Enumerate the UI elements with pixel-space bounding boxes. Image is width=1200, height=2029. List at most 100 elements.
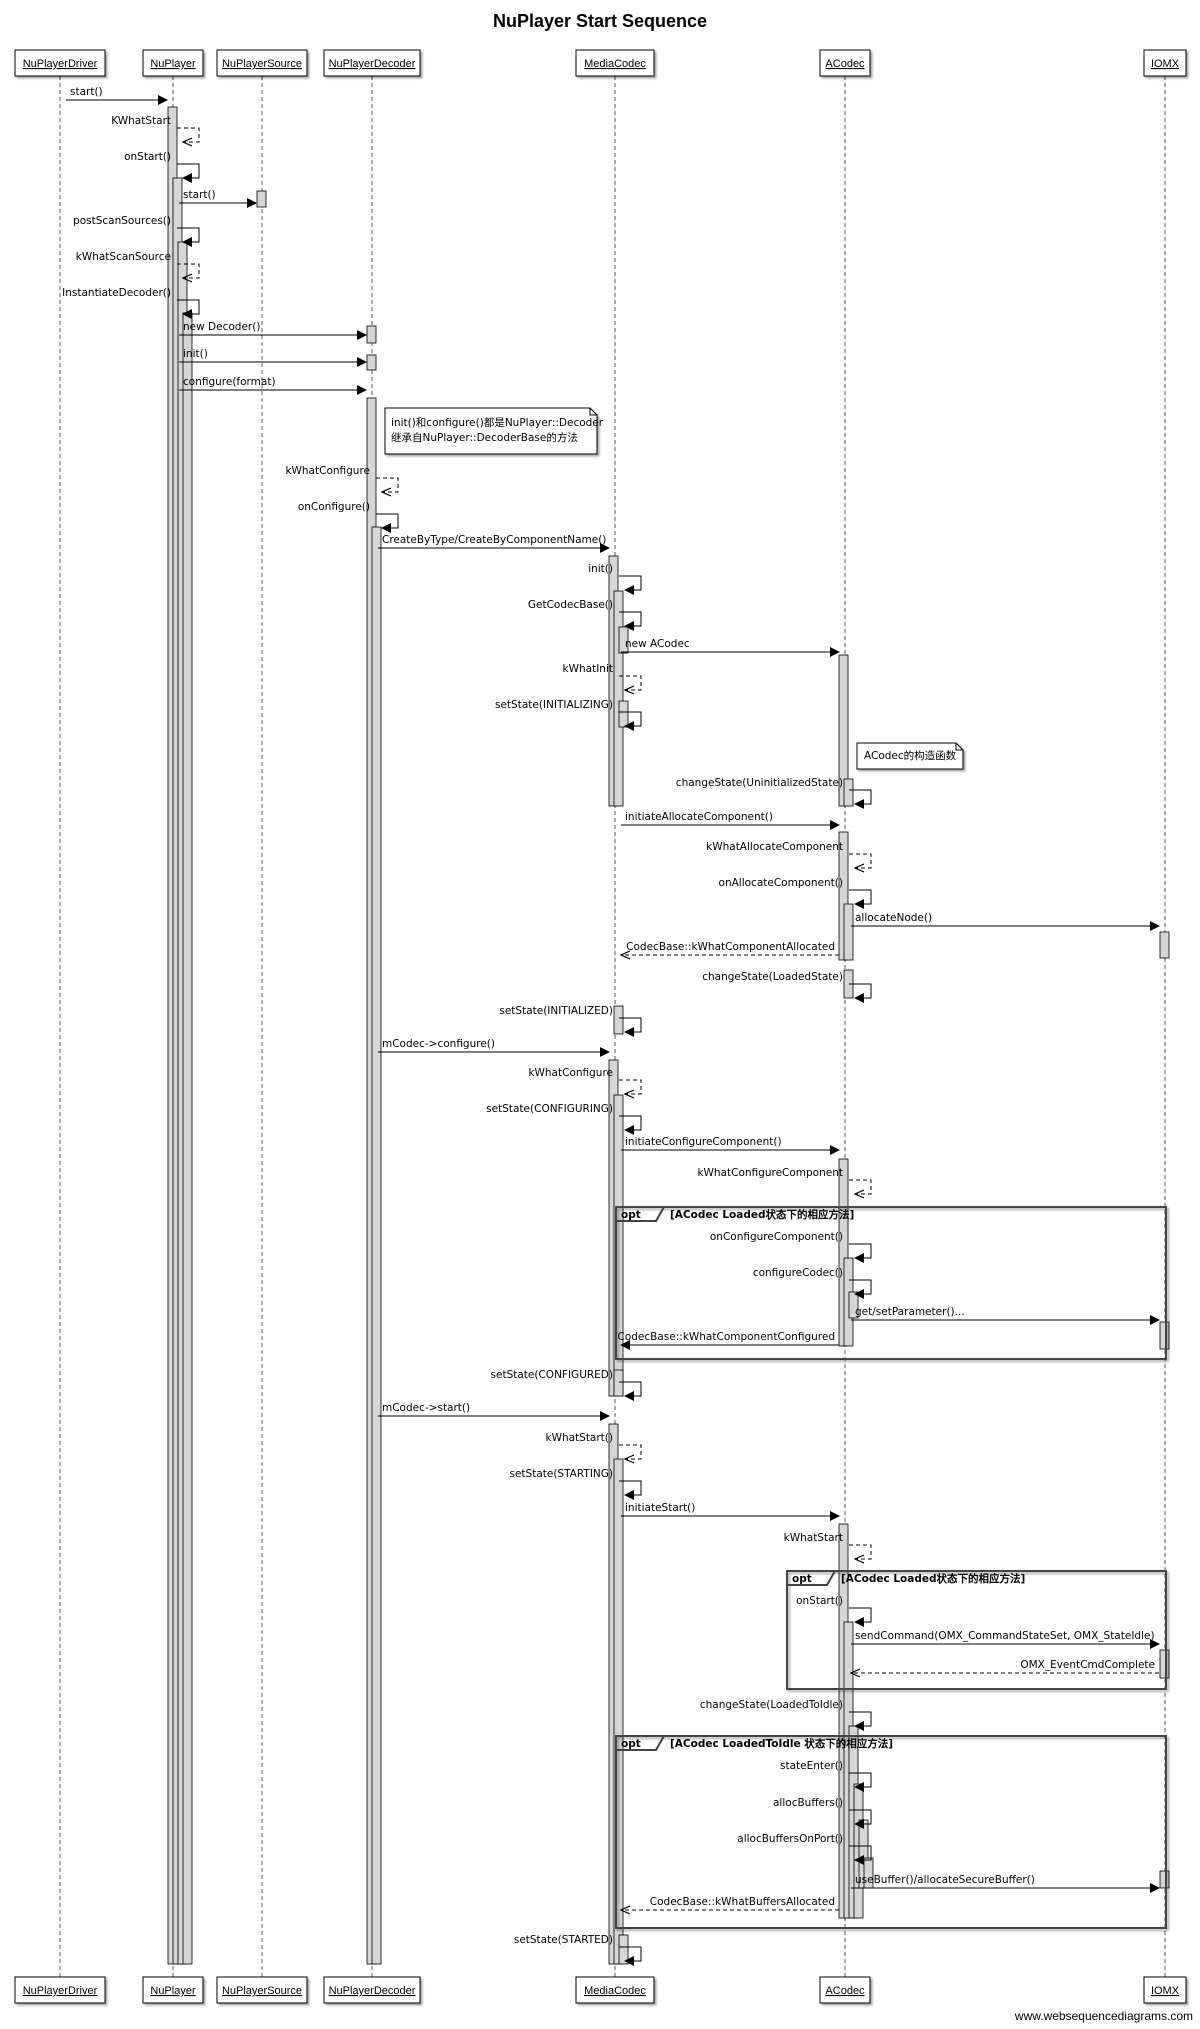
message-player-to-player: postScanSources() (73, 215, 200, 247)
activation-bar-acodec (843, 778, 854, 807)
message-label: configure(format) (183, 376, 276, 388)
participant-label: NuPlayerDriver (23, 58, 98, 70)
message-acodec-to-iomx: get/setParameter()... (851, 1306, 1160, 1325)
note-fold (955, 743, 963, 751)
message-driver-to-player: start() (66, 86, 168, 105)
message-arrow (376, 477, 399, 492)
activation-bar-decoder (366, 325, 377, 344)
message-player-to-player: InstantiateDecoder() (62, 287, 200, 319)
note-box (856, 742, 964, 770)
message-label: start() (183, 189, 216, 201)
message-mcodec-to-mcodec: kWhatConfigure (528, 1067, 642, 1094)
participant-box (14, 1976, 106, 2004)
message-label: initiateAllocateComponent() (625, 811, 773, 823)
participant-label: NuPlayer (150, 58, 196, 70)
message-player-to-player: kWhatScanSource (76, 251, 200, 278)
note-line: ACodec的构造函数 (864, 749, 957, 762)
message-arrow (849, 1772, 872, 1792)
fragment-frame (615, 1206, 1167, 1360)
participant-label: NuPlayer (150, 1985, 196, 1997)
message-label: onConfigureComponent() (710, 1231, 843, 1243)
participant-label: MediaCodec (584, 1985, 646, 1997)
message-arrow (849, 1809, 872, 1829)
fragment-tag: opt (621, 1209, 641, 1221)
message-label: CreateByType/CreateByComponentName() (382, 534, 606, 546)
activation-bar-mcodec (613, 590, 624, 807)
message-arrow (177, 263, 200, 278)
participant-box (323, 1976, 421, 2004)
activation-bar-mcodec (618, 700, 629, 728)
participant-iomx-top: IOMX (1143, 49, 1187, 77)
activation-bar-iomx (1159, 1649, 1170, 1679)
message-player-to-decoder: configure(format) (179, 376, 367, 395)
message-mcodec-to-acodec: initiateStart() (621, 1502, 840, 1521)
note-line: init()和configure()都是NuPlayer::Decoder (391, 417, 604, 429)
message-arrow (619, 1381, 642, 1401)
message-label: OMX_EventCmdComplete (1020, 1659, 1155, 1671)
message-label: kWhatConfigure (528, 1067, 613, 1079)
participant-decoder-bottom: NuPlayerDecoder (323, 1976, 421, 2004)
activation-bar-acodec (838, 831, 849, 961)
participant-label: IOMX (1151, 1985, 1180, 1997)
message-arrow (849, 1845, 872, 1865)
participant-driver-top: NuPlayerDriver (14, 49, 106, 77)
message-label: setState(CONFIGURED) (491, 1369, 613, 1381)
fragment-frame (615, 1735, 1167, 1929)
message-arrow (619, 1079, 642, 1094)
activation-bar-iomx (1159, 1321, 1170, 1350)
participant-box (323, 49, 421, 77)
message-decoder-to-mcodec: mCodec->start() (378, 1402, 610, 1421)
note: ACodec的构造函数 (856, 742, 964, 770)
participant-label: NuPlayerSource (222, 58, 302, 70)
participant-source-top: NuPlayerSource (216, 49, 308, 77)
participant-heads: NuPlayerDriverNuPlayerDriverNuPlayerNuPl… (14, 49, 1187, 2004)
activation-bar-acodec (843, 903, 854, 961)
message-mcodec-to-mcodec: kWhatInit (563, 663, 642, 690)
participant-label: ACodec (825, 1985, 865, 1997)
message-label: get/setParameter()... (855, 1306, 965, 1318)
message-arrow (177, 127, 200, 142)
diagram-title: NuPlayer Start Sequence (493, 11, 707, 31)
fragment-opt: opt[ACodec Loaded状态下的相应方法] (786, 1570, 1167, 1690)
message-acodec-to-acodec: changeState(UninitializedState) (676, 777, 872, 809)
message-arrow (619, 1946, 642, 1966)
message-label: onConfigure() (298, 501, 370, 513)
message-label: postScanSources() (73, 215, 171, 227)
message-label: setState(INITIALIZED) (499, 1005, 613, 1017)
message-mcodec-to-mcodec: setState(INITIALIZING) (495, 699, 642, 731)
message-label: onStart() (796, 1595, 843, 1607)
message-label: init() (183, 348, 208, 360)
message-mcodec-to-mcodec: setState(STARTING) (509, 1468, 642, 1500)
message-arrow (619, 611, 642, 631)
fragment-tag-border (787, 1570, 836, 1586)
message-label: useBuffer()/allocateSecureBuffer() (855, 1874, 1035, 1886)
message-label: mCodec->start() (382, 1402, 470, 1414)
message-acodec-to-acodec: allocBuffersOnPort() (737, 1833, 872, 1865)
participant-label: ACodec (825, 58, 865, 70)
participant-label: NuPlayerDecoder (329, 58, 416, 70)
message-arrow (849, 1279, 872, 1299)
participant-box (216, 49, 308, 77)
message-arrow (849, 983, 872, 1003)
activation-bars (167, 106, 1170, 1965)
message-arrow (619, 1115, 642, 1135)
fragment-opt: opt[ACodec LoadedToIdle 状态下的相应方法] (615, 1735, 1167, 1929)
message-label: onStart() (124, 151, 171, 163)
participant-player-bottom: NuPlayer (142, 1976, 204, 2004)
message-label: new ACodec (625, 638, 690, 650)
message-arrow (177, 299, 200, 319)
participant-label: NuPlayerSource (222, 1985, 302, 1997)
message-acodec-to-acodec: configureCodec() (753, 1267, 872, 1299)
participant-label: MediaCodec (584, 58, 646, 70)
message-acodec-to-acodec: onStart() (796, 1595, 872, 1627)
activation-bar-decoder (371, 526, 382, 1965)
message-label: allocBuffers() (773, 1797, 843, 1809)
participant-box (819, 49, 871, 77)
message-arrow (849, 853, 872, 868)
message-acodec-to-iomx: useBuffer()/allocateSecureBuffer() (851, 1874, 1160, 1893)
message-label: initiateStart() (625, 1502, 695, 1514)
message-arrow (619, 575, 642, 595)
message-arrow (849, 1243, 872, 1263)
message-mcodec-to-acodec: initiateAllocateComponent() (621, 811, 840, 830)
